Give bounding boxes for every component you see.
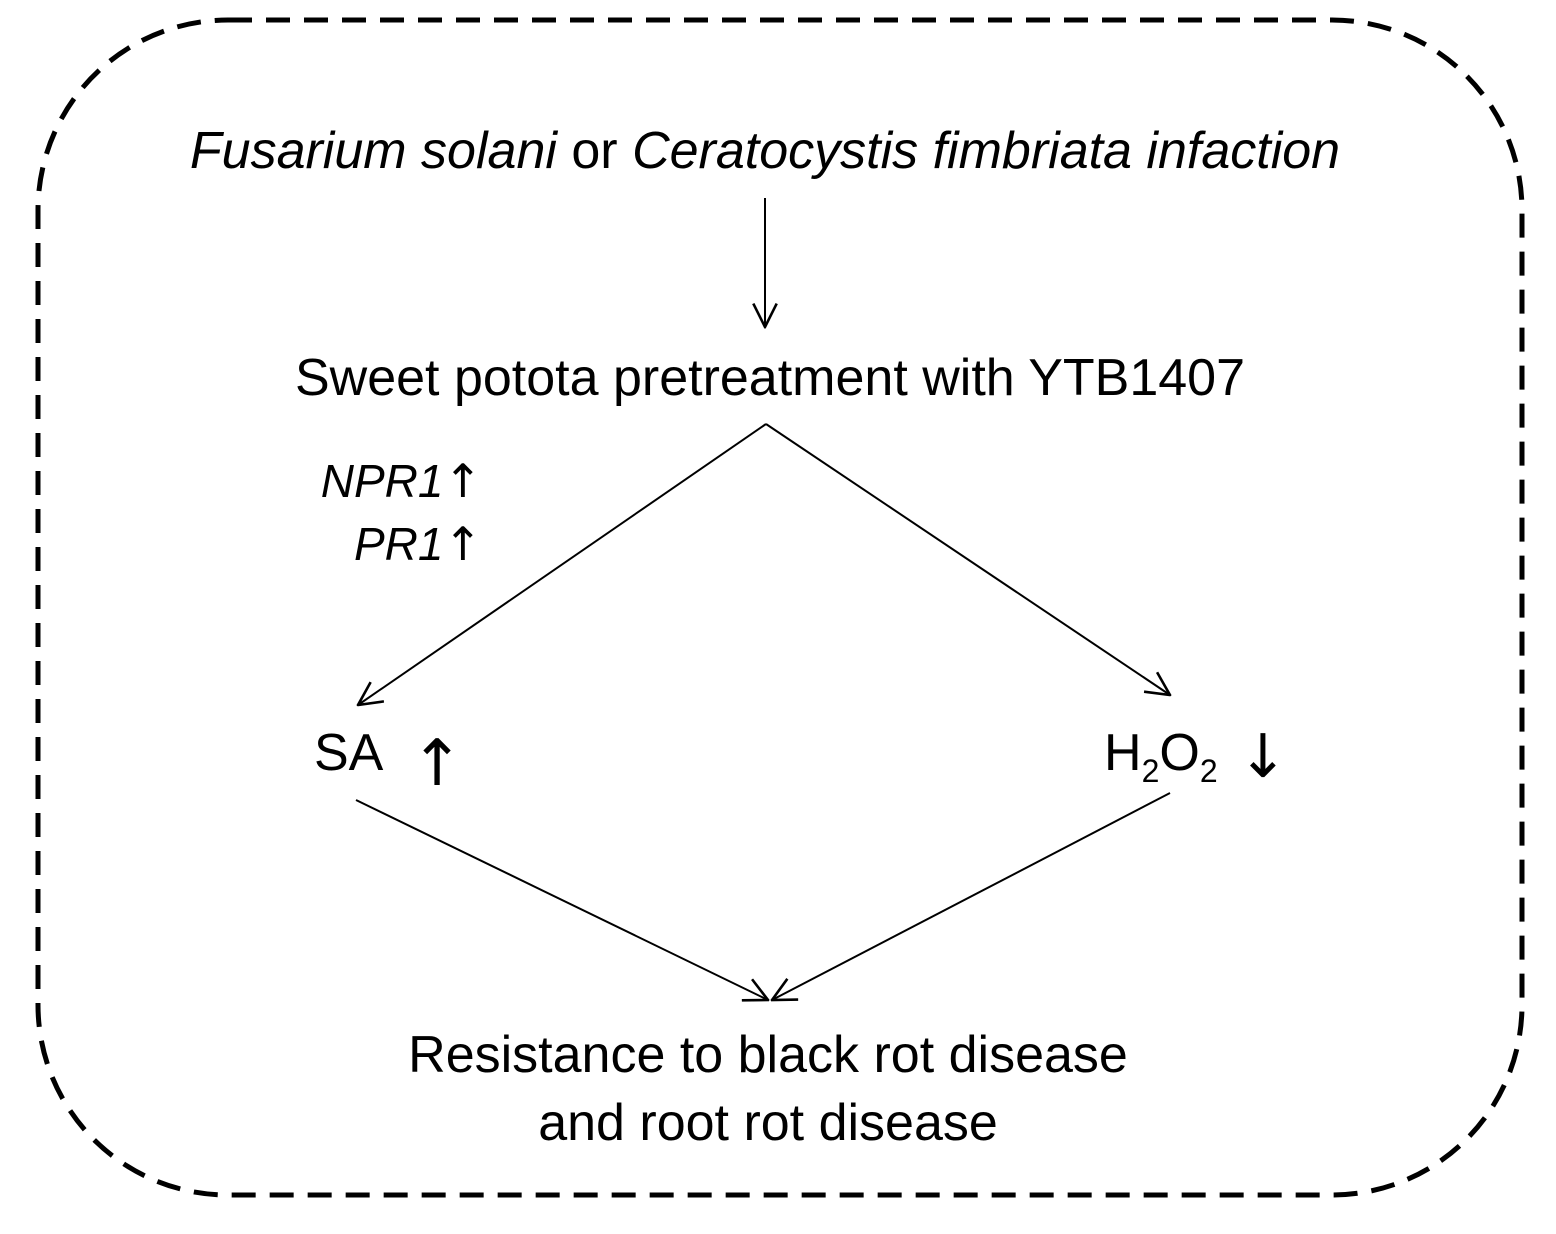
arrow-h2o2-to-outcome <box>772 792 1171 1000</box>
species2-label: Ceratocystis fimbriata infaction <box>632 122 1340 180</box>
species1-label: Fusarium solani <box>190 122 558 180</box>
arrow-sa-to-outcome <box>355 799 768 1000</box>
gene-pr1: PR1↑ <box>354 517 482 571</box>
dashed-border <box>35 17 1525 1198</box>
connector-label: or <box>557 122 632 180</box>
h2o2-o: O <box>1159 724 1199 782</box>
down-arrow-icon: ↓ <box>1238 722 1288 792</box>
up-arrow-icon: ↑ <box>410 727 464 801</box>
sa-label: SA <box>314 724 384 782</box>
outcome-line1: Resistance to black rot disease <box>408 1026 1128 1084</box>
sa-node: SA <box>314 724 384 782</box>
gene-npr1-name: NPR1 <box>321 455 444 507</box>
gene-npr1: NPR1↑ <box>321 454 482 508</box>
h2o2-h: H <box>1104 724 1142 782</box>
up-arrow-icon: ↑ <box>443 517 482 571</box>
h2o2-node: H2O2 <box>1104 724 1218 789</box>
infection-title: Fusarium solani or Ceratocystis fimbriat… <box>190 122 1340 180</box>
arrow-to-h2o2 <box>765 423 1170 695</box>
h2o2-sub2: 2 <box>1200 753 1218 789</box>
gene-pr1-name: PR1 <box>354 518 443 570</box>
up-arrow-icon: ↑ <box>443 454 482 508</box>
h2o2-sub1: 2 <box>1142 753 1160 789</box>
pretreatment-label: Sweet potota pretreatment with YTB1407 <box>295 349 1245 407</box>
outcome-line2: and root rot disease <box>538 1094 998 1152</box>
arrow-to-sa <box>358 423 767 705</box>
